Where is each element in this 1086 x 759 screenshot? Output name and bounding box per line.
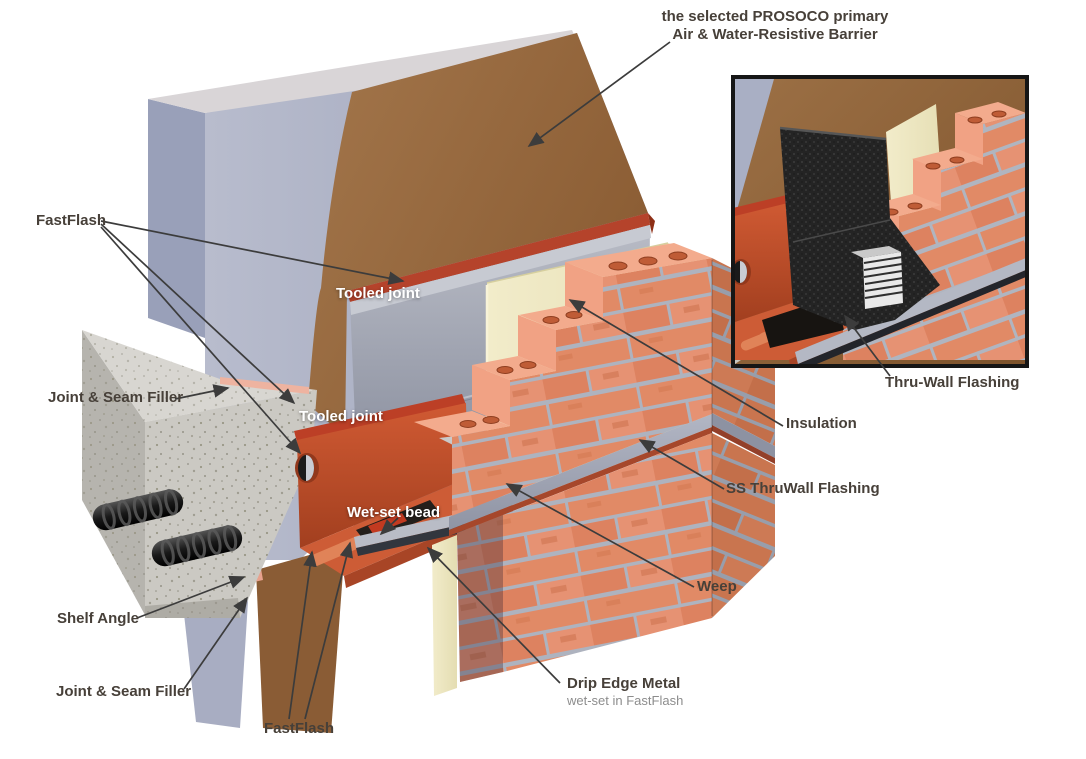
label-ss-thruwall-flashing: SS ThruWall Flashing — [726, 480, 880, 497]
brick-veneer-upper — [414, 243, 775, 517]
label-drip-edge-metal: Drip Edge Metal — [567, 675, 681, 692]
label-joint-seam-filler-lower: Joint & Seam Filler — [56, 683, 192, 700]
label-fastflash-top: FastFlash — [36, 212, 107, 229]
insulation-lower-strip — [432, 535, 457, 696]
brick-core-holes — [459, 251, 688, 428]
drip-edge-metal — [354, 513, 466, 556]
label-joint-seam-filler-upper: Joint & Seam Filler — [48, 389, 184, 406]
label-tooled-joint-lower: Tooled joint — [299, 408, 383, 425]
label-drip-edge-sub: wet-set in FastFlash — [567, 693, 684, 708]
barrier-note-line1: the selected PROSOCO primary — [661, 8, 889, 25]
label-insulation: Insulation — [786, 415, 857, 432]
barrier-note: the selected PROSOCO primary Air & Water… — [655, 8, 895, 43]
inset-thruwall-band — [795, 258, 1025, 364]
rebar — [92, 488, 243, 567]
brick-veneer-lower — [457, 260, 775, 682]
air-barrier-coating — [308, 33, 648, 437]
inset-frame — [731, 75, 1029, 368]
inset-detail — [731, 75, 1029, 368]
leader-arrows — [100, 41, 891, 720]
barrier-note-line2: Air & Water-Resistive Barrier — [672, 25, 878, 43]
label-thru-wall-flashing: Thru-Wall Flashing — [885, 374, 1020, 391]
inset-weep-vent — [851, 246, 904, 309]
label-tooled-joint-upper: Tooled joint — [336, 285, 420, 302]
label-weep: Weep — [697, 578, 737, 595]
label-fastflash-bottom: FastFlash — [264, 720, 335, 737]
label-wet-set-bead: Wet-set bead — [347, 504, 441, 521]
label-shelf-angle: Shelf Angle — [57, 610, 139, 627]
tooled-joint-bead-upper — [347, 213, 655, 302]
tooled-joint-bead-lower — [294, 394, 466, 442]
